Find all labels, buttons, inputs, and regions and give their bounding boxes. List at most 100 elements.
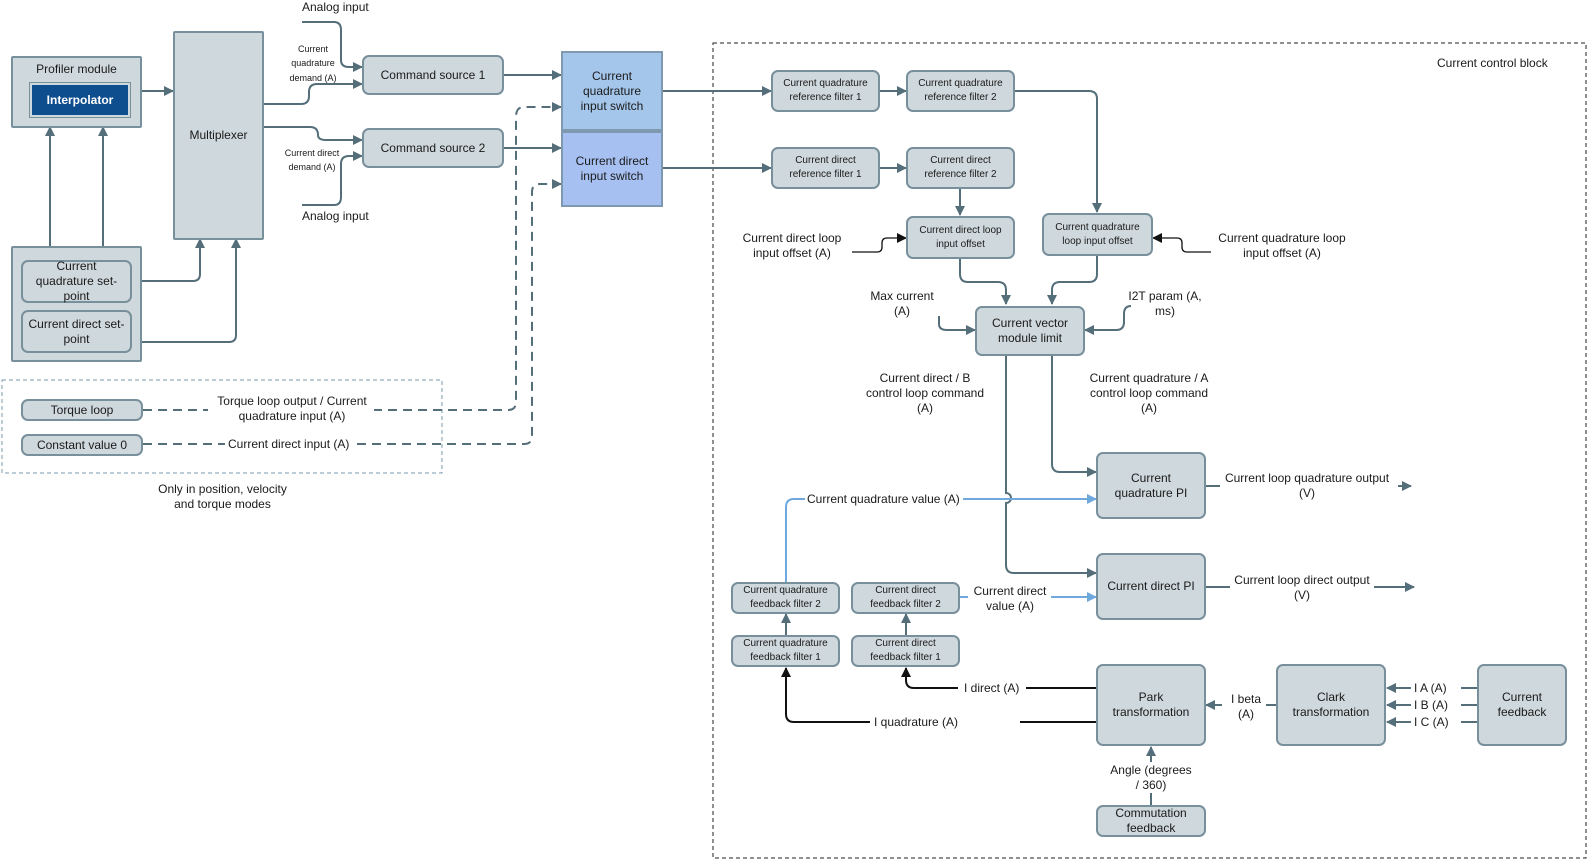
current-quadrature-loop-input-offset: Current quadrature loop input offset [1042, 213, 1153, 256]
wire-quad-fb2-to-quad-pi [785, 499, 1096, 583]
angle-label: Angle (degrees / 360) [1110, 763, 1192, 792]
current-quadrature-loop-input-offset-label: Current quadrature loop input offset [1055, 221, 1140, 247]
wire-max-current-to-limit [938, 316, 976, 335]
i-beta-label: I beta (A) [1230, 692, 1262, 721]
current-direct-demand-label: Current direct demand (A) [284, 148, 340, 173]
wire-quad-ref2-to-offset [1015, 90, 1102, 213]
wire-limit-to-direct-pi [1005, 356, 1097, 578]
current-direct-reference-filter-2-label: Current direct reference filter 2 [924, 155, 997, 180]
commutation-feedback: Commutation feedback [1096, 805, 1206, 837]
wire-mux-to-cmd1 [264, 79, 363, 105]
current-direct-loop-input-offset: Current direct loop input offset [906, 216, 1015, 259]
current-direct-value-label: Current direct value (A) [973, 584, 1047, 613]
quadrature-a-command-label: Current quadrature / A control loop comm… [1089, 371, 1209, 415]
i-a-label: I A (A) [1414, 681, 1447, 695]
i-c-label: I C (A) [1414, 715, 1449, 729]
current-quadrature-reference-filter-1: Current quadrature reference filter 1 [771, 70, 880, 112]
loop-direct-output-label: Current loop direct output (V) [1234, 573, 1370, 602]
wire-direct-offset-to-limit [959, 258, 1011, 305]
wire-quad-setpoint-to-mux [132, 238, 205, 282]
max-current-label: Max current (A) [870, 289, 934, 318]
wire-mux-to-cmd2 [264, 126, 363, 145]
current-quadrature-setpoint-label: Current quadrature set-point [35, 259, 118, 303]
i-b-label: I B (A) [1414, 698, 1449, 712]
current-direct-loop-input-offset-a-label: Current direct loop input offset (A) [742, 231, 842, 260]
current-control-block-border [712, 42, 1587, 859]
torque-loop: Torque loop [21, 399, 143, 421]
wire-torque-loop-to-quad-switch [143, 107, 561, 411]
multiplexer: Multiplexer [173, 31, 264, 240]
current-quadrature-pi: Current quadrature PI [1096, 452, 1206, 519]
current-direct-setpoint: Current direct set-point [21, 310, 132, 353]
current-direct-setpoint-label: Current direct set-point [28, 316, 125, 346]
interpolator-label: Interpolator [46, 92, 114, 107]
current-quadrature-demand-label: Current quadrature demand (A) [289, 44, 337, 83]
current-direct-reference-filter-1-label: Current direct reference filter 1 [789, 155, 862, 180]
current-control-block-title: Current control block [1437, 56, 1548, 70]
current-feedback: Current feedback [1477, 664, 1567, 746]
analog-input-bottom-label: Analog input [302, 209, 369, 223]
torque-loop-label: Torque loop [50, 402, 114, 417]
park-transformation: Park transformation [1096, 664, 1206, 746]
profiler-module-label: Profiler module [36, 62, 117, 76]
current-feedback-label: Current feedback [1497, 690, 1547, 719]
wire-i2t-to-limit [1084, 305, 1132, 335]
wire-analog-bottom-to-cmd2 [302, 151, 363, 206]
current-quadrature-value-label: Current quadrature value (A) [805, 492, 962, 507]
current-quadrature-feedback-filter-1: Current quadrature feedback filter 1 [731, 635, 840, 667]
current-quadrature-feedback-filter-1-label: Current quadrature feedback filter 1 [743, 638, 828, 663]
commutation-feedback-label: Commutation feedback [1115, 806, 1187, 835]
current-quadrature-reference-filter-2-label: Current quadrature reference filter 2 [918, 78, 1003, 103]
current-quadrature-setpoint: Current quadrature set-point [21, 259, 132, 303]
constant-value-0: Constant value 0 [21, 434, 143, 456]
current-quadrature-pi-label: Current quadrature PI [1114, 470, 1188, 500]
current-quadrature-input-switch: Current quadrature input switch [561, 51, 663, 131]
command-source-1: Command source 1 [362, 55, 504, 95]
wire-limit-to-quad-pi [1051, 356, 1097, 477]
wire-quad-offset-input [1152, 233, 1211, 253]
current-direct-pi: Current direct PI [1096, 553, 1206, 620]
current-quadrature-feedback-filter-2-label: Current quadrature feedback filter 2 [743, 585, 828, 610]
analog-input-top-label: Analog input [302, 0, 369, 14]
current-direct-input-label: Current direct input (A) [226, 437, 352, 452]
modes-region-border [1, 379, 443, 474]
wire-direct-setpoint-to-mux [132, 238, 241, 343]
constant-value-0-label: Constant value 0 [36, 437, 128, 452]
current-quadrature-reference-filter-2: Current quadrature reference filter 2 [906, 70, 1015, 112]
command-source-1-label: Command source 1 [380, 67, 486, 82]
wire-analog-top-to-cmd1 [302, 21, 363, 72]
clark-transformation-label: Clark transformation [1292, 690, 1370, 719]
current-direct-feedback-filter-2-label: Current direct feedback filter 2 [870, 585, 941, 610]
park-transformation-label: Park transformation [1112, 690, 1190, 719]
current-direct-feedback-filter-1: Current direct feedback filter 1 [851, 635, 960, 667]
current-vector-module-limit: Current vector module limit [975, 306, 1085, 356]
multiplexer-label: Multiplexer [189, 128, 248, 142]
i-quadrature-label: I quadrature (A) [872, 715, 961, 730]
current-direct-feedback-filter-1-label: Current direct feedback filter 1 [870, 638, 941, 663]
wire-park-to-direct-fb1 [906, 668, 1097, 689]
current-direct-loop-input-offset-label: Current direct loop input offset [919, 224, 1002, 250]
command-source-2: Command source 2 [362, 128, 504, 168]
current-direct-input-switch-label: Current direct input switch [575, 154, 649, 183]
current-vector-module-limit-label: Current vector module limit [991, 316, 1069, 345]
i2t-param-label: I2T param (A, ms) [1128, 289, 1202, 318]
current-quadrature-loop-input-offset-a-label: Current quadrature loop input offset (A) [1218, 231, 1346, 260]
current-quadrature-reference-filter-1-label: Current quadrature reference filter 1 [783, 78, 868, 103]
wire-constant-to-direct-switch [143, 184, 561, 445]
i-direct-label: I direct (A) [962, 681, 1022, 696]
current-direct-feedback-filter-2: Current direct feedback filter 2 [851, 582, 960, 614]
wire-direct-offset-input [852, 233, 907, 253]
direct-b-command-label: Current direct / B control loop command … [865, 371, 985, 415]
wire-quad-offset-to-limit [1047, 255, 1098, 305]
current-direct-reference-filter-2: Current direct reference filter 2 [906, 147, 1015, 189]
current-quadrature-feedback-filter-2: Current quadrature feedback filter 2 [731, 582, 840, 614]
modes-note: Only in position, velocity and torque mo… [158, 482, 287, 511]
clark-transformation: Clark transformation [1276, 664, 1386, 746]
torque-loop-output-label: Torque loop output / Current quadrature … [210, 394, 374, 424]
current-direct-input-switch: Current direct input switch [561, 131, 663, 207]
interpolator: Interpolator [29, 82, 131, 118]
wire-park-to-quad-fb1 [786, 668, 1097, 723]
loop-quadrature-output-label: Current loop quadrature output (V) [1224, 471, 1390, 500]
current-direct-pi-label: Current direct PI [1107, 579, 1195, 593]
